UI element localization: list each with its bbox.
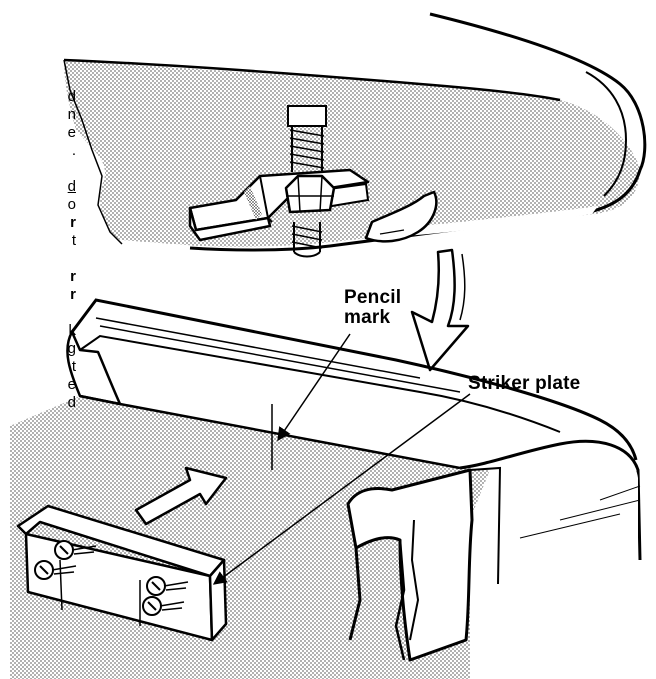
lid-rim-inner [585,71,628,197]
screw-4 [142,596,185,616]
screw-2 [54,540,97,560]
pencil-mark-label: Pencil mark [344,288,414,328]
text-fragment: g [67,340,76,357]
text-fragment: d [67,394,76,411]
text-fragment: d [67,88,76,105]
text-fragment: t [71,232,76,249]
text-fragment: k [68,322,77,339]
chest-right-side-surface [470,452,638,600]
pencil-mark-label-line2: mark [344,307,391,328]
pencil-mark-label-line1: Pencil [344,287,402,308]
lid-edge-top [63,58,561,102]
text-fragment: t [71,358,76,375]
lid-underside-surface [64,60,640,247]
screw-1 [34,560,77,580]
text-fragment: d [67,178,76,195]
catch-hook [364,190,438,243]
lid-rim [189,12,647,252]
latch-stud [287,105,327,258]
chest-right-corner [459,439,642,561]
text-fragment: r [70,214,76,231]
surface-hatch [519,485,641,539]
text-fragment: e [67,376,76,393]
striker-plate-label: Striker plate [468,373,581,394]
chest-top-edge [70,298,638,461]
chest-wall-top-edge [79,394,461,470]
lid-sheen [380,206,598,238]
push-direction-arrow [134,466,228,526]
chest-top-lip [95,317,461,393]
cutaway-section [346,466,502,662]
striker-plate-leader [212,393,471,585]
text-fragment: o [67,196,76,213]
chest-body [10,298,642,679]
text-fragment: . [71,142,76,159]
text-fragment: e [67,124,76,141]
text-fragment: r [70,268,76,285]
lid-underside [63,12,647,258]
chest-top-inner-edge [79,334,561,433]
pencil-mark-leader [277,333,351,442]
rotation-arrow [410,248,470,372]
lid-cut-edge [63,59,123,245]
hex-nut [284,174,336,214]
text-fragment: r [70,286,76,303]
text-fragment: n [67,106,76,123]
screw-3 [146,576,189,596]
